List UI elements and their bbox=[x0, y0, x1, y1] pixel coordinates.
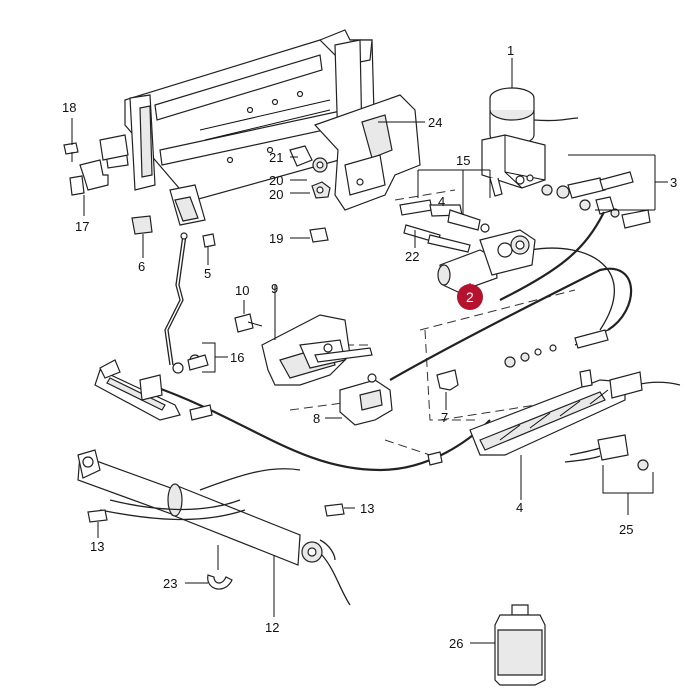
callout-2-badge[interactable]: 2 bbox=[457, 284, 483, 310]
callout-7: 7 bbox=[441, 410, 448, 425]
callout-13-right: 13 bbox=[360, 501, 374, 516]
callout-17: 17 bbox=[75, 219, 89, 234]
bracket-8 bbox=[339, 373, 393, 426]
callout-10: 10 bbox=[235, 283, 249, 298]
callout-25: 25 bbox=[619, 522, 633, 537]
callout-24: 24 bbox=[428, 115, 442, 130]
bracket-3-group bbox=[568, 154, 668, 211]
callout-5: 5 bbox=[204, 266, 211, 281]
sensor-25 bbox=[564, 434, 654, 515]
rod-16 bbox=[164, 232, 209, 374]
fluid-bottle-26 bbox=[494, 604, 546, 686]
callout-20-top: 20 bbox=[269, 173, 283, 188]
callout-6: 6 bbox=[138, 259, 145, 274]
callout-4-top: 4 bbox=[438, 194, 445, 209]
slide-rail-left bbox=[94, 359, 181, 421]
callout-2: 2 bbox=[466, 289, 474, 305]
callout-4-bottom: 4 bbox=[516, 500, 523, 515]
callout-15: 15 bbox=[456, 153, 470, 168]
clip-6-clip-5 bbox=[131, 215, 216, 248]
callout-9: 9 bbox=[271, 281, 278, 296]
callout-3: 3 bbox=[670, 175, 677, 190]
pump-motor-1 bbox=[481, 87, 651, 229]
callout-26: 26 bbox=[449, 636, 463, 651]
callout-2-highlight bbox=[457, 284, 483, 310]
callout-1: 1 bbox=[507, 43, 514, 58]
bolt-10 bbox=[234, 313, 263, 333]
callout-16: 16 bbox=[230, 350, 244, 365]
plate-9 bbox=[261, 314, 373, 386]
callout-13-left: 13 bbox=[90, 539, 104, 554]
leader-lines bbox=[71, 58, 522, 644]
seat-rail-4 bbox=[469, 369, 681, 456]
bowden-cable bbox=[149, 267, 633, 472]
callout-8: 8 bbox=[313, 411, 320, 426]
callout-23: 23 bbox=[163, 576, 177, 591]
bracket-15-group bbox=[417, 169, 491, 215]
callout-12: 12 bbox=[265, 620, 279, 635]
fasteners-20-21 bbox=[289, 145, 331, 243]
bolt-18-clip-17 bbox=[63, 134, 129, 196]
bracket-24 bbox=[313, 94, 421, 211]
callout-20-bottom: 20 bbox=[269, 187, 283, 202]
callout-numbers: 1 2 3 4 4 5 6 7 8 9 10 12 13 13 15 16 17… bbox=[62, 43, 677, 651]
clip-7 bbox=[436, 369, 459, 391]
callout-21: 21 bbox=[269, 150, 283, 165]
hydraulic-lines bbox=[499, 211, 615, 331]
clip-23 bbox=[207, 545, 233, 590]
hydraulic-cylinder-12 bbox=[77, 449, 351, 606]
callout-18: 18 bbox=[62, 100, 76, 115]
callout-22: 22 bbox=[405, 249, 419, 264]
callout-19: 19 bbox=[269, 231, 283, 246]
motor-assembly-2 bbox=[399, 199, 536, 293]
